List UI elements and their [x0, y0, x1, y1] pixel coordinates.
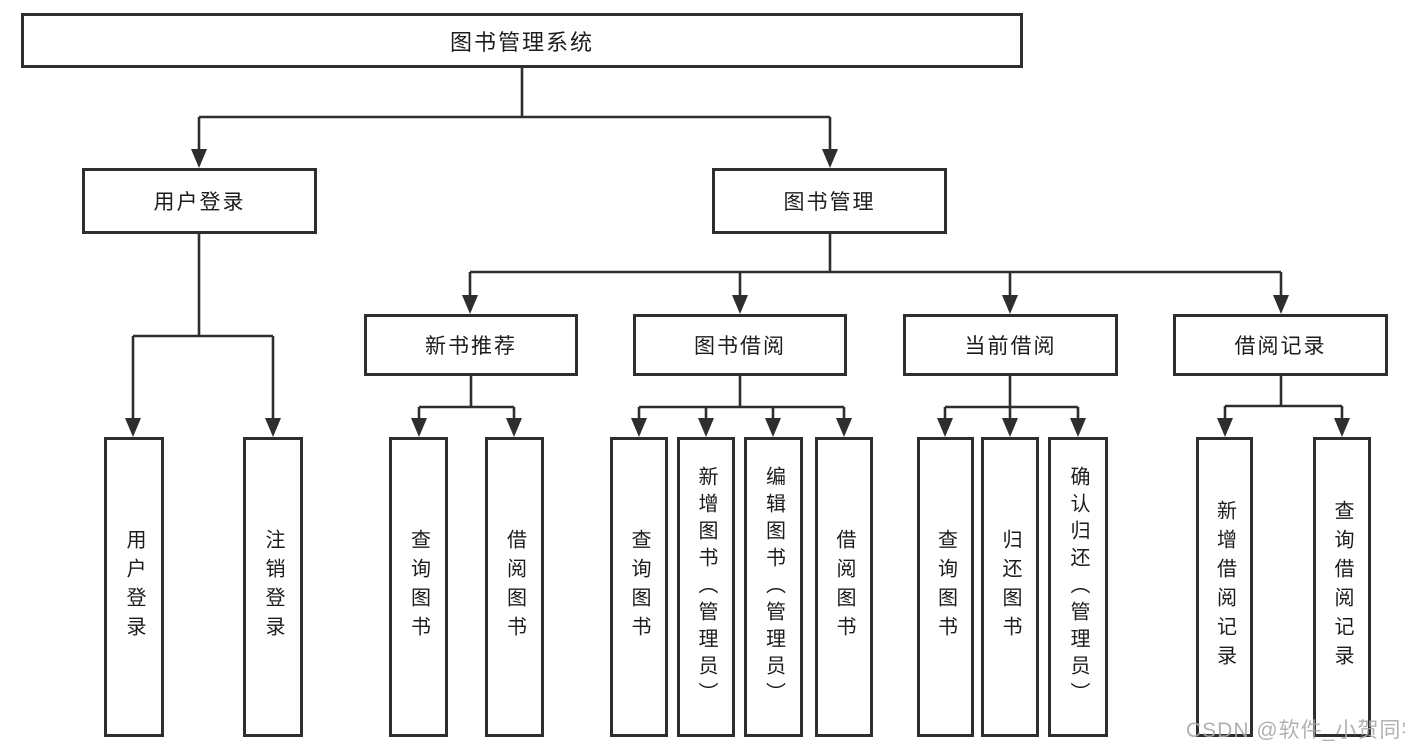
leaf-cb-query-book-label: 查询图书 [934, 529, 957, 645]
connector-paths [131, 68, 1344, 420]
node-root-label: 图书管理系统 [449, 29, 594, 55]
leaf-nb-query-book-label: 查询图书 [407, 529, 430, 645]
leaf-bb-query-book-label: 查询图书 [628, 529, 650, 645]
leaf-bb-query-book: 查询图书 [610, 437, 668, 737]
leaf-br-query-record: 查询借阅记录 [1313, 437, 1371, 737]
leaf-bb-add-book-label: 新增图书（管理员） [695, 465, 717, 709]
node-new-book-recommend-label: 新书推荐 [425, 335, 517, 358]
csdn-watermark: CSDN @软件_小贺同学 [1186, 719, 1405, 742]
leaf-bb-add-book: 新增图书（管理员） [677, 437, 735, 737]
leaf-logout: 注销登录 [243, 437, 303, 737]
leaf-bb-edit-book: 编辑图书（管理员） [744, 437, 803, 737]
node-user-login-label: 用户登录 [153, 191, 246, 214]
node-current-borrow-label: 当前借阅 [964, 335, 1057, 358]
leaf-cb-confirm-return: 确认归还（管理员） [1048, 437, 1108, 737]
leaf-nb-borrow-book-label: 借阅图书 [503, 529, 526, 645]
leaf-cb-return-book: 归还图书 [981, 437, 1039, 737]
leaf-user-login-label: 用户登录 [123, 529, 145, 645]
leaf-cb-return-book-label: 归还图书 [999, 529, 1021, 645]
leaf-user-login: 用户登录 [104, 437, 164, 737]
leaf-nb-query-book: 查询图书 [389, 437, 448, 737]
arrowheads [125, 149, 1350, 437]
node-new-book-recommend: 新书推荐 [364, 314, 578, 376]
node-root: 图书管理系统 [21, 13, 1023, 68]
leaf-br-add-record-label: 新增借阅记录 [1213, 500, 1236, 674]
node-book-mgmt: 图书管理 [712, 168, 947, 234]
node-user-login: 用户登录 [82, 168, 317, 234]
leaf-bb-edit-book-label: 编辑图书（管理员） [762, 465, 785, 709]
leaf-cb-confirm-return-label: 确认归还（管理员） [1067, 465, 1089, 709]
leaf-nb-borrow-book: 借阅图书 [485, 437, 544, 737]
node-book-mgmt-label: 图书管理 [783, 191, 876, 214]
node-borrow-record-label: 借阅记录 [1234, 335, 1327, 358]
node-current-borrow: 当前借阅 [903, 314, 1118, 376]
leaf-br-query-record-label: 查询借阅记录 [1331, 500, 1353, 674]
leaf-bb-borrow-book-label: 借阅图书 [833, 529, 855, 645]
leaf-logout-label: 注销登录 [262, 529, 284, 645]
node-book-borrow: 图书借阅 [633, 314, 847, 376]
leaf-bb-borrow-book: 借阅图书 [815, 437, 873, 737]
node-borrow-record: 借阅记录 [1173, 314, 1388, 376]
node-book-borrow-label: 图书借阅 [694, 335, 786, 358]
leaf-cb-query-book: 查询图书 [917, 437, 974, 737]
leaf-br-add-record: 新增借阅记录 [1196, 437, 1253, 737]
